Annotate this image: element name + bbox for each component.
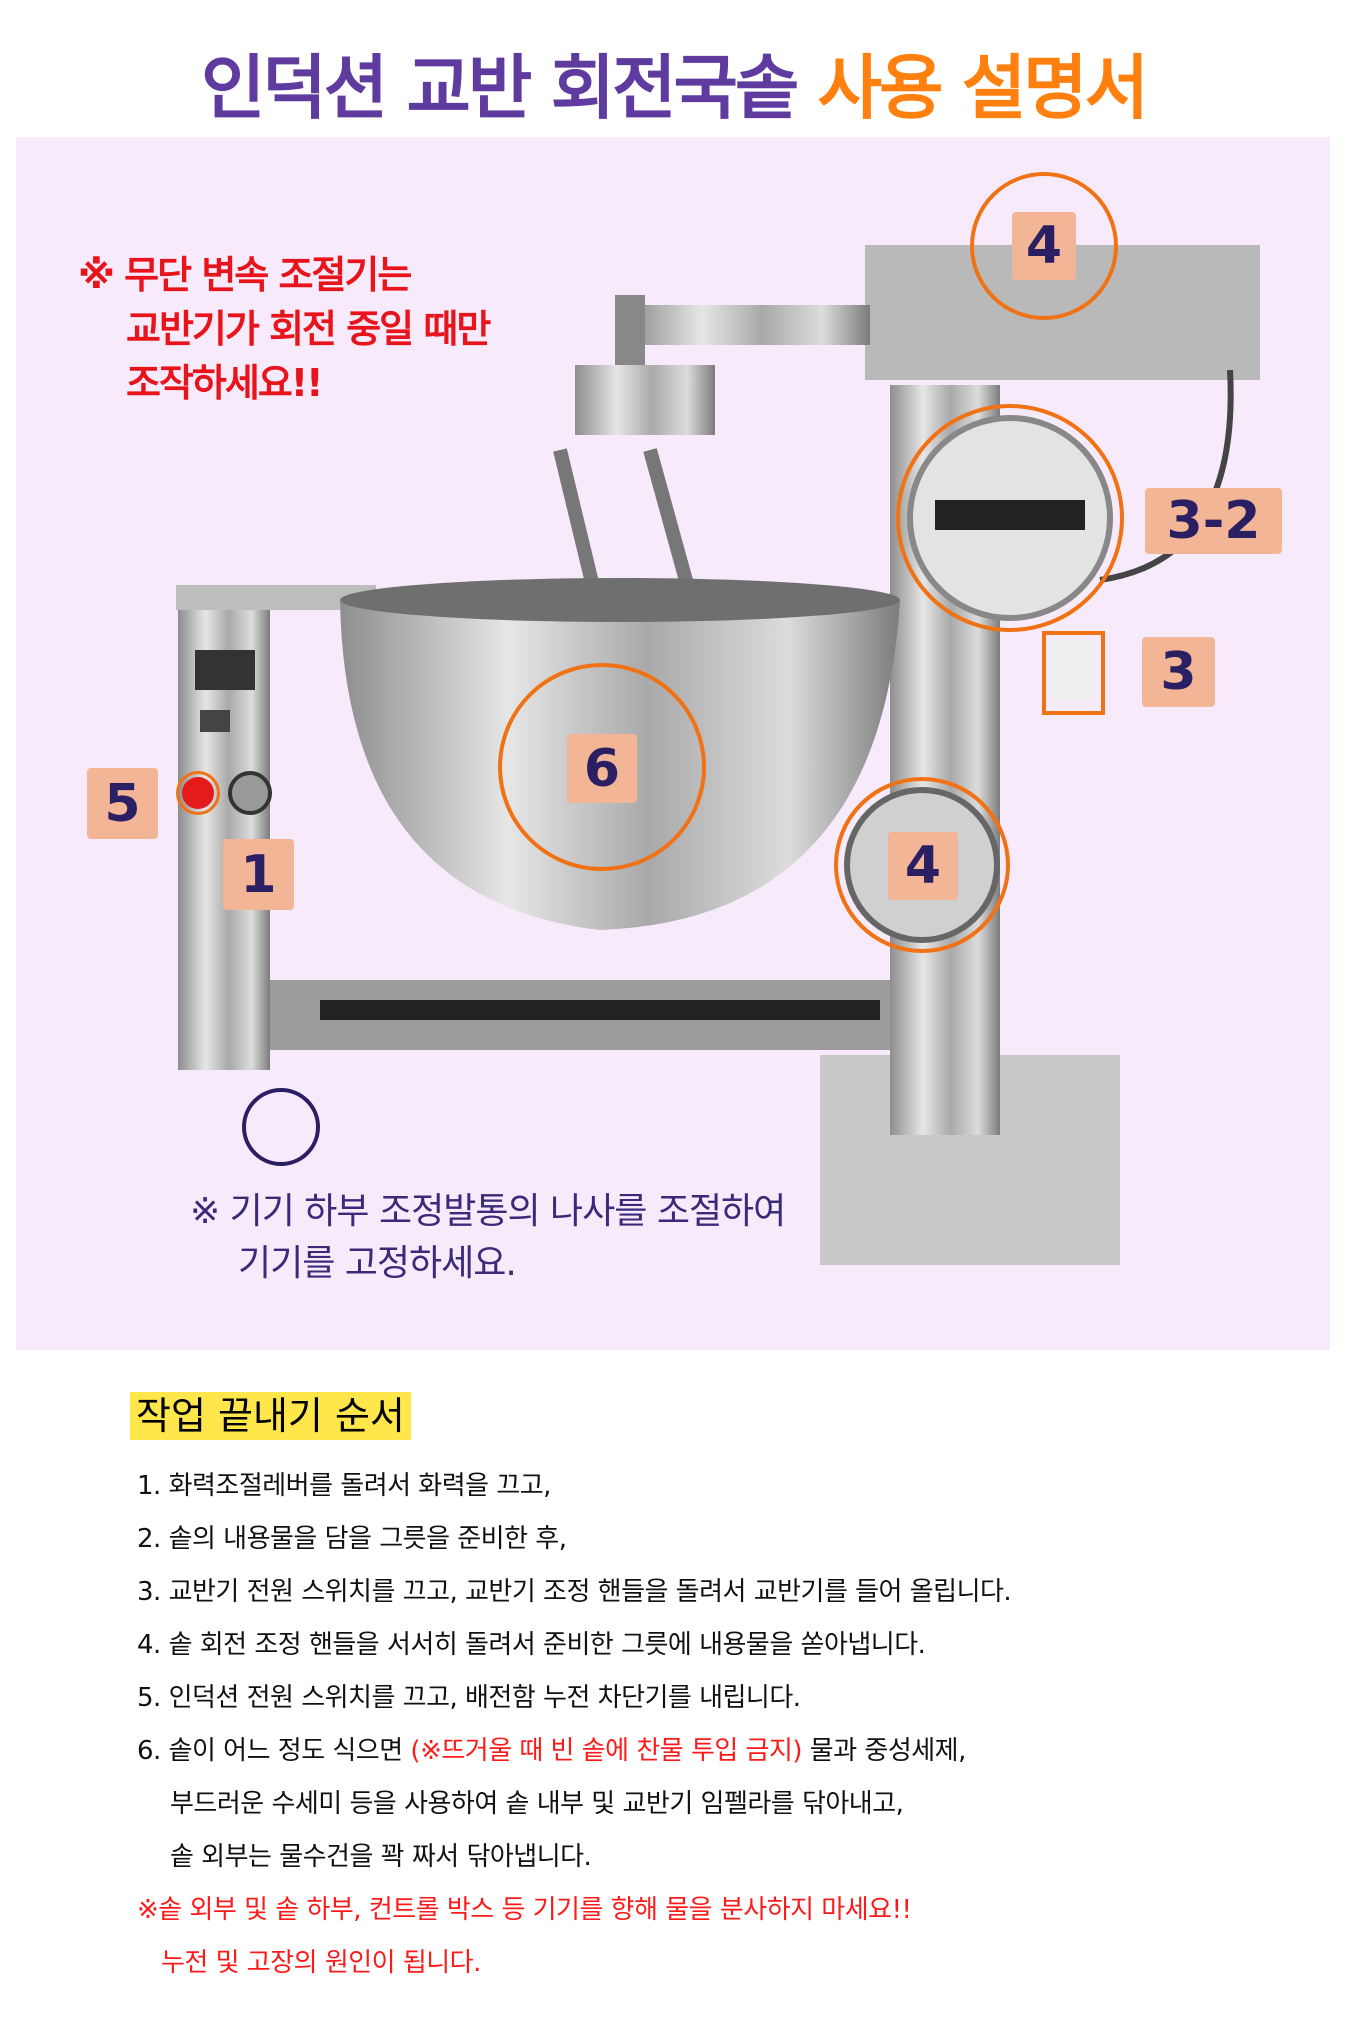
cold-water-warning: (※뜨거울 때 빈 솥에 찬물 투입 금지) — [410, 1736, 803, 1766]
callout-circle — [896, 404, 1124, 632]
callout-circle — [498, 663, 706, 871]
label-top-handle: 4 — [1012, 212, 1076, 280]
list-item: 3. 교반기 전원 스위치를 끄고, 교반기 조정 핸들을 돌려서 교반기를 들… — [137, 1577, 1012, 1607]
label-emergency: 5 — [87, 768, 158, 839]
label-motor: 3-2 — [1145, 488, 1282, 554]
switch-callout-box — [1042, 631, 1105, 715]
list-item: 6. 솥이 어느 정도 식으면 (※뜨거울 때 빈 솥에 찬물 투입 금지) 물… — [137, 1736, 966, 1766]
label-switch: 3 — [1142, 637, 1215, 707]
leveling-foot-callout — [242, 1088, 320, 1166]
list-item: 4. 솥 회전 조정 핸들을 서서히 돌려서 준비한 그릇에 내용물을 쏟아냅니… — [137, 1630, 926, 1660]
label-power: 1 — [223, 839, 294, 910]
list-item: 5. 인덕션 전원 스위치를 끄고, 배전함 누전 차단기를 내립니다. — [137, 1683, 801, 1713]
list-item: 1. 화력조절레버를 돌려서 화력을 끄고, — [137, 1471, 551, 1501]
leveling-foot-note: ※ 기기 하부 조정발통의 나사를 조절하여 기기를 고정하세요. — [190, 1191, 786, 1284]
page-title: 인덕션 교반 회전국솥 사용 설명서 — [200, 47, 1149, 129]
list-item: 부드러운 수세미 등을 사용하여 솥 내부 및 교반기 임펠라를 닦아내고, — [170, 1789, 904, 1819]
section-heading: 작업 끝내기 순서 — [130, 1392, 411, 1440]
label-pot: 6 — [567, 734, 637, 803]
caution-text: 누전 및 고장의 원인이 됩니다. — [161, 1948, 481, 1978]
caution-text: ※솥 외부 및 솥 하부, 컨트롤 박스 등 기기를 향해 물을 분사하지 마세… — [137, 1895, 912, 1925]
callout-circle — [970, 172, 1118, 320]
list-item: 솥 외부는 물수건을 꽉 짜서 닦아냅니다. — [170, 1842, 592, 1872]
callout-circle — [834, 777, 1010, 953]
callout-circle — [176, 771, 220, 815]
label-side-handle: 4 — [888, 832, 958, 900]
instruction-list: 1. 화력조절레버를 돌려서 화력을 끄고, 2. 솥의 내용물을 담을 그릇을… — [137, 1460, 1012, 1990]
list-item: 2. 솥의 내용물을 담을 그릇을 준비한 후, — [137, 1524, 567, 1554]
speed-controller-warning: ※ 무단 변속 조절기는 교반기가 회전 중일 때만 조작하세요!! — [78, 253, 491, 405]
cooking-kettle-illustration — [176, 245, 1260, 1265]
